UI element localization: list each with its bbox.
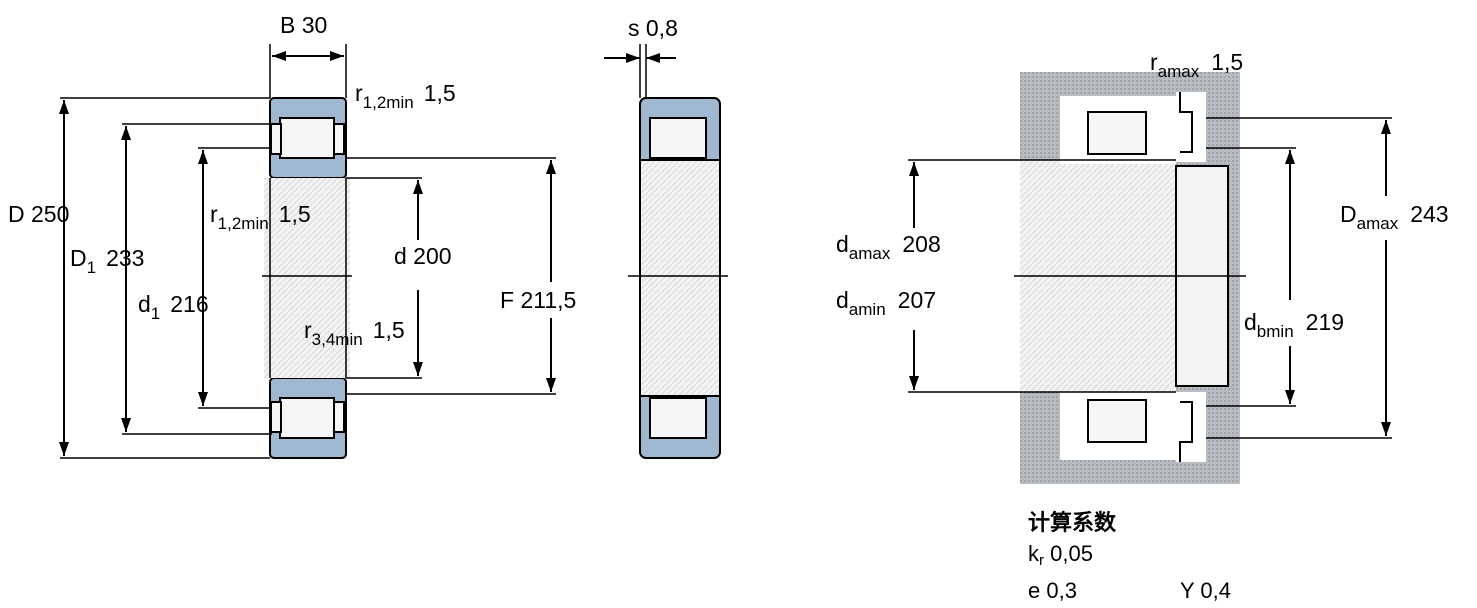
calculation-kr: kr 0,05 xyxy=(1028,541,1093,569)
label-s: s 0,8 xyxy=(628,15,678,41)
mounting-view xyxy=(908,72,1392,484)
calculation-e: e 0,3 xyxy=(1028,578,1077,603)
label-d: d 200 xyxy=(394,243,452,269)
section-view xyxy=(262,97,352,459)
label-D: D 250 xyxy=(8,201,69,227)
side-view xyxy=(604,44,728,459)
dimension-lines xyxy=(59,44,556,459)
roller-top xyxy=(279,117,335,159)
label-B: B 30 xyxy=(280,12,327,38)
calculation-title: 计算系数 xyxy=(1028,511,1117,536)
label-F: F 211,5 xyxy=(500,287,576,313)
calculation-Y: Y 0,4 xyxy=(1180,578,1231,603)
roller-bottom xyxy=(279,397,335,439)
